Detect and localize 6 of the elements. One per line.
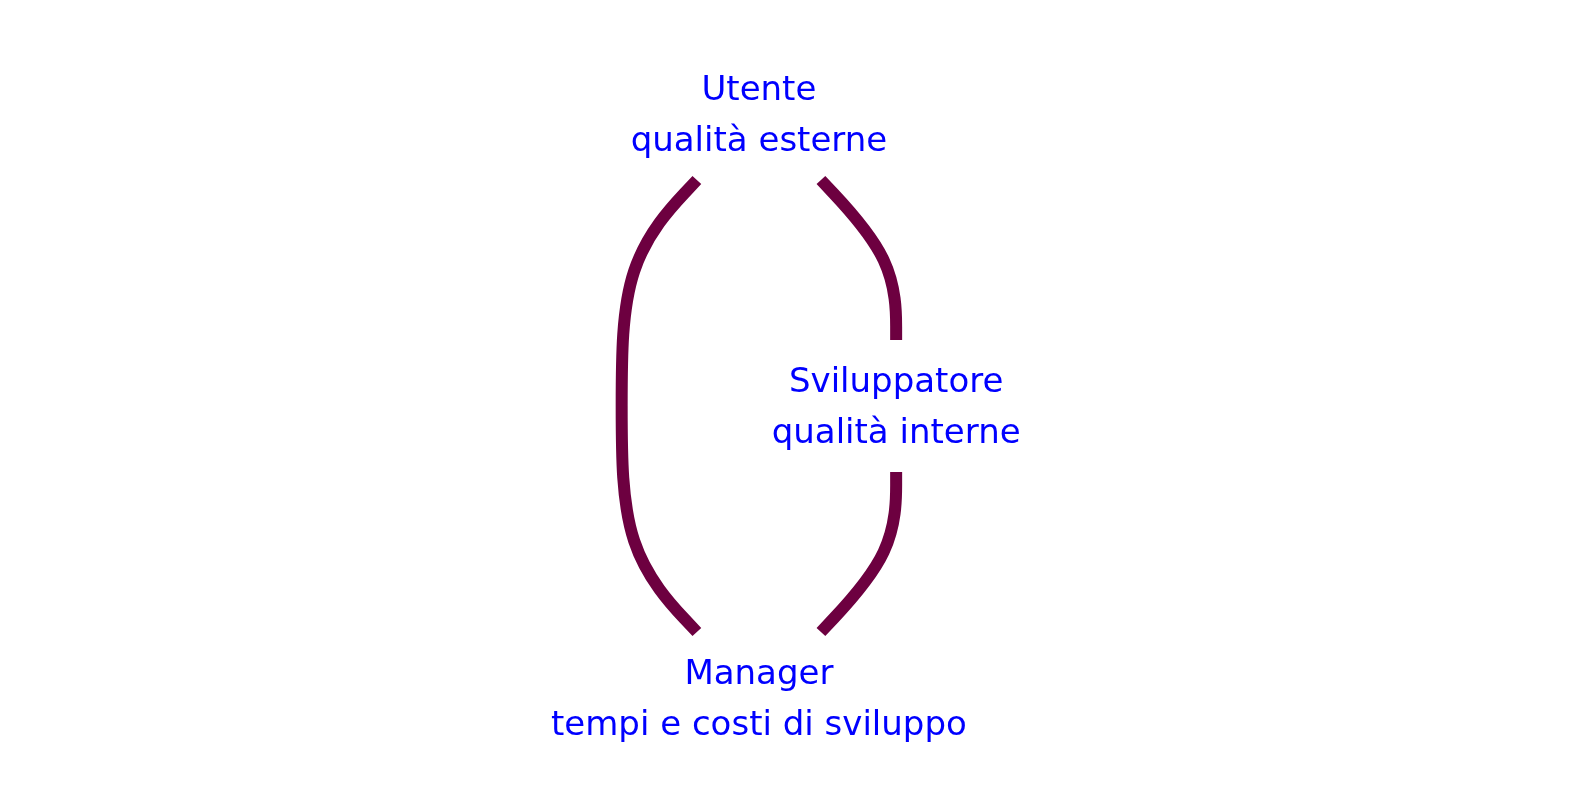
connector	[816, 175, 902, 340]
node-text: Sviluppatore qualità interne	[771, 359, 1021, 451]
node-text: Manager tempi e costi di sviluppo	[550, 651, 967, 743]
connector	[816, 471, 902, 636]
connector	[615, 175, 701, 636]
node-text: Utente qualità esterne	[630, 67, 887, 159]
